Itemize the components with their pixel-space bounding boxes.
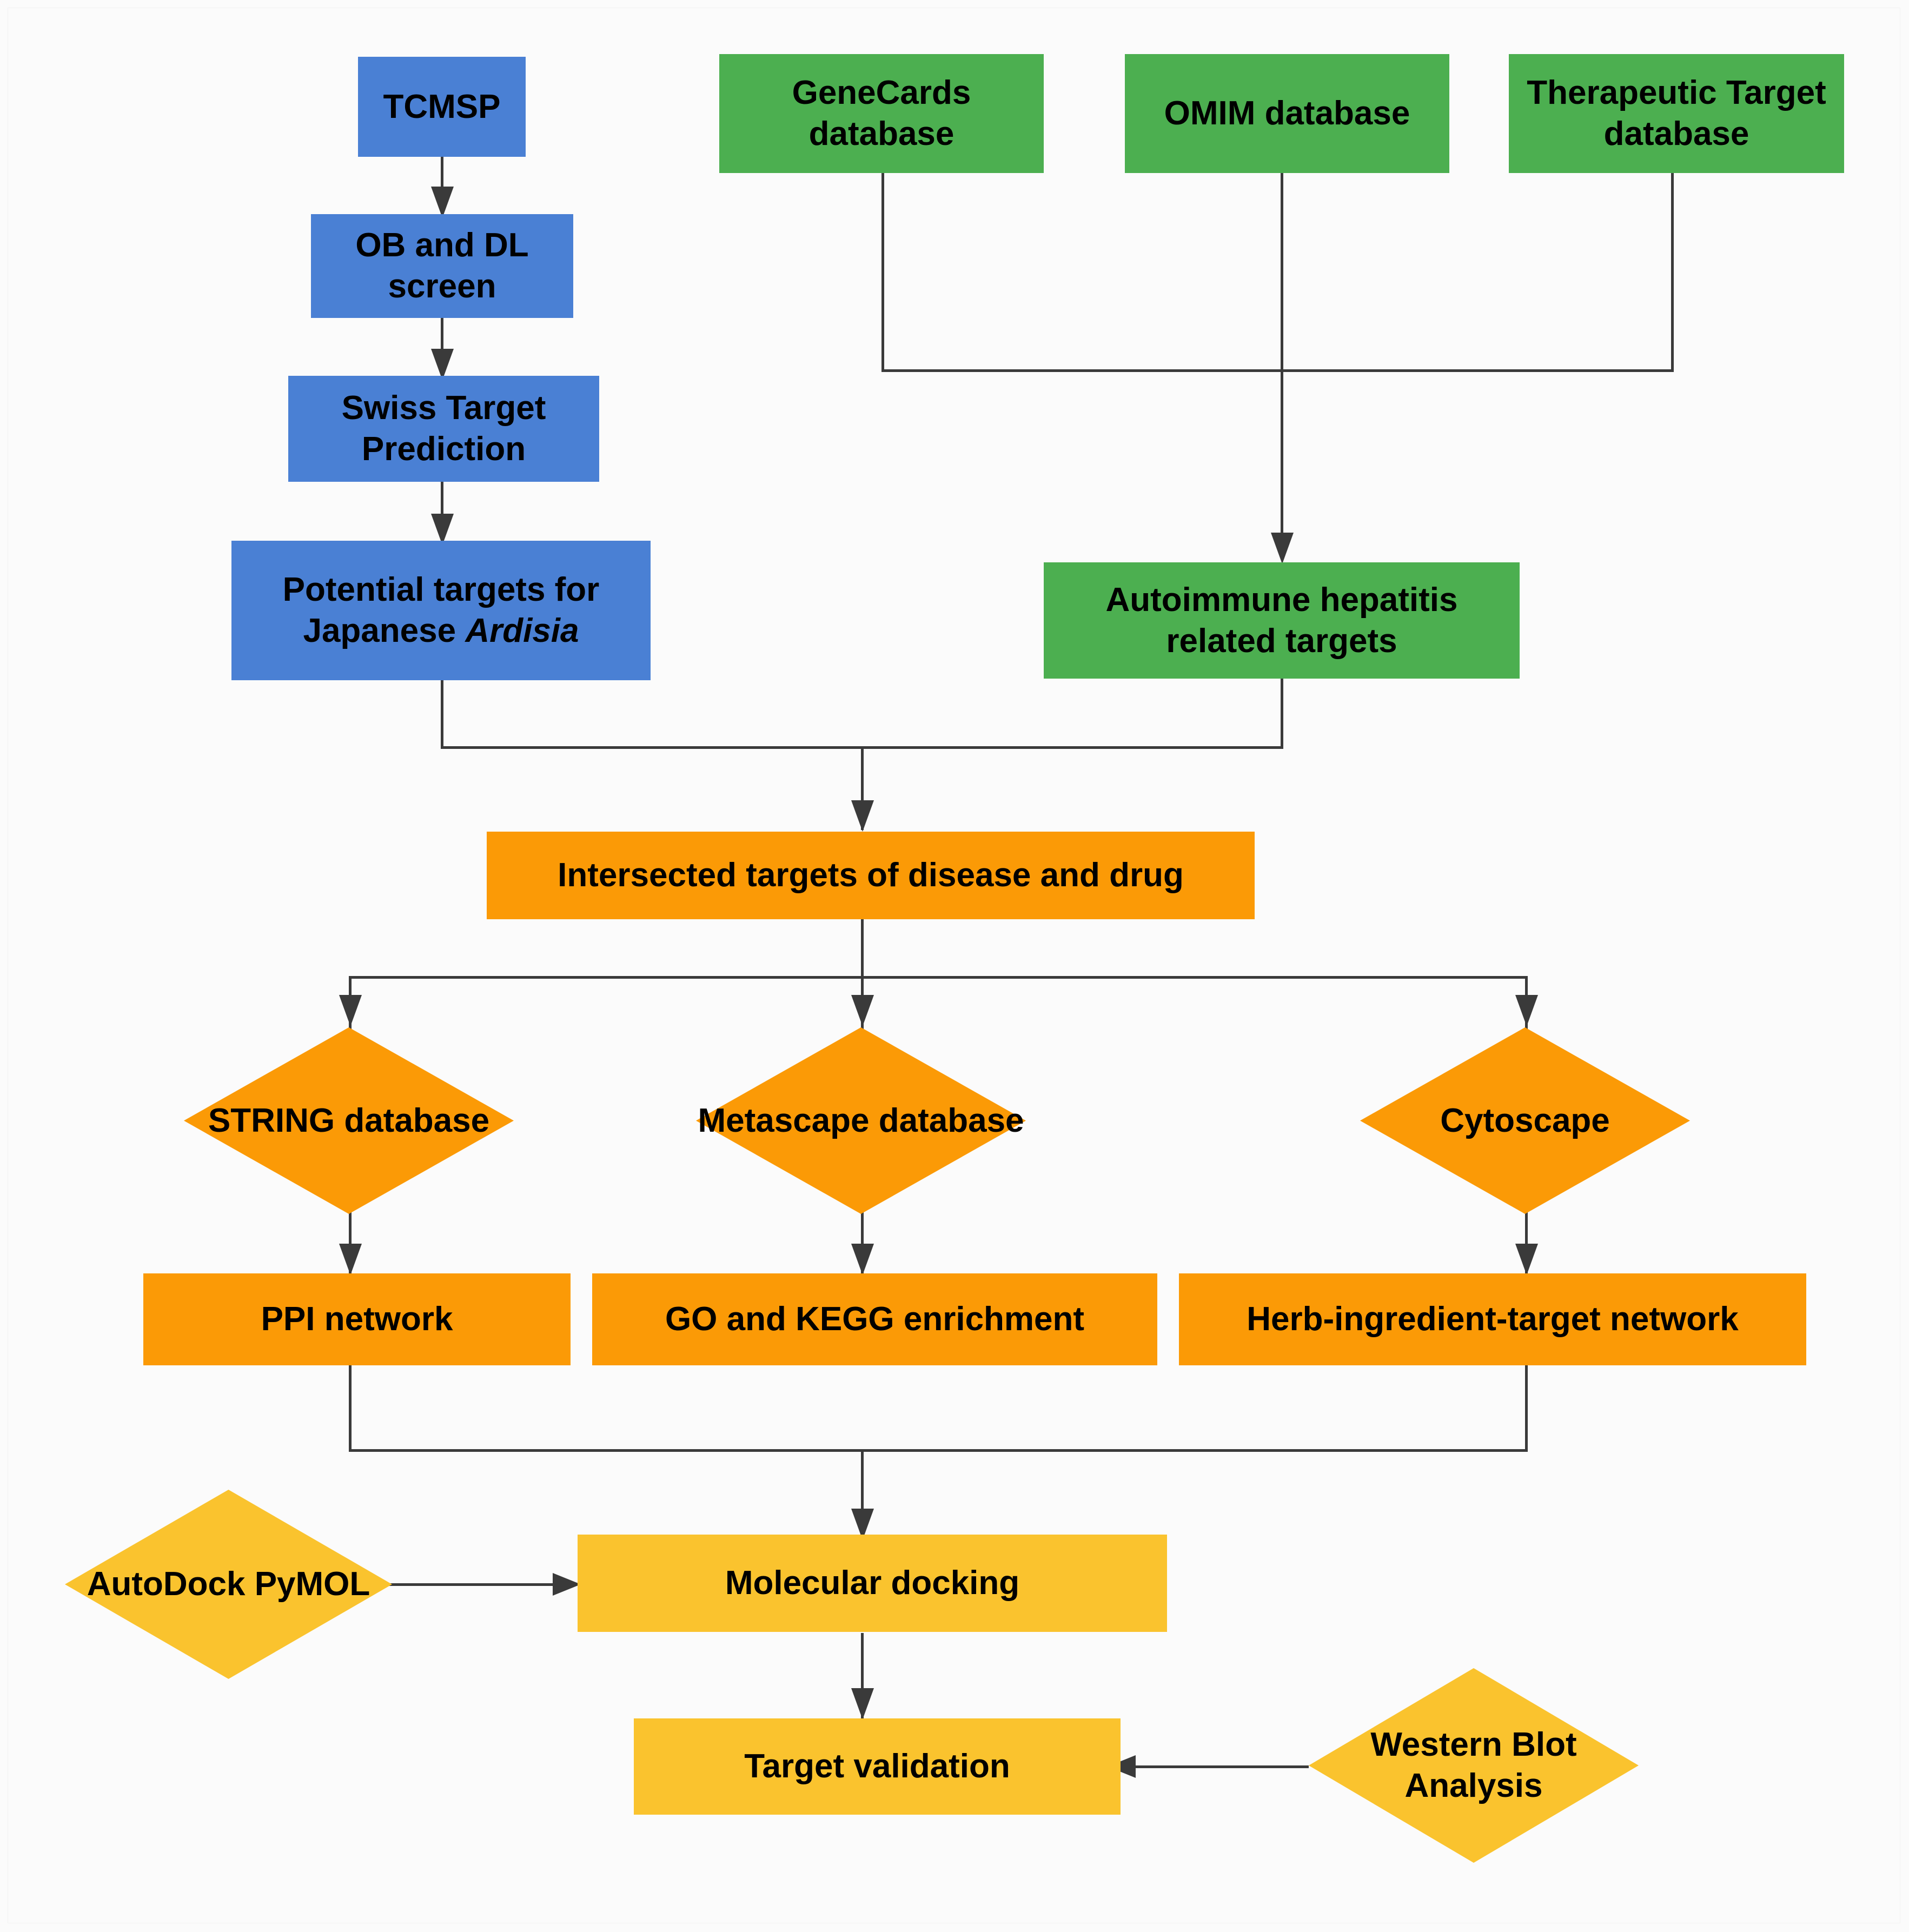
arrowhead-omim-to-aih: [1271, 533, 1294, 564]
node-string-database[interactable]: STRING database: [184, 1027, 514, 1214]
connector-metascape-to-gokegg: [861, 1211, 864, 1273]
node-aih-related-targets[interactable]: Autoimmune hepatitis related targets: [1044, 562, 1520, 679]
connector-herb-down: [1525, 1365, 1528, 1452]
node-go-kegg-enrichment[interactable]: GO and KEGG enrichment: [592, 1273, 1157, 1365]
connector-ttd-elbow: [1281, 369, 1674, 372]
node-intersected-targets-label: Intersected targets of disease and drug: [558, 857, 1184, 894]
node-go-kegg-enrichment-label: GO and KEGG enrichment: [665, 1300, 1085, 1338]
node-potential-targets-label: Potential targets for Japanese Ardisia: [237, 569, 645, 651]
connector-swiss-to-potential: [441, 481, 443, 541]
node-swiss-target-prediction[interactable]: Swiss Target Prediction: [288, 376, 599, 482]
arrowhead-swiss-to-potential: [431, 514, 454, 545]
connector-ppi-down: [349, 1365, 352, 1452]
node-tcmsp[interactable]: TCMSP: [358, 57, 526, 157]
connector-string-to-ppi: [349, 1211, 352, 1273]
arrowhead-string-to-ppi: [339, 1244, 362, 1275]
connector-split-bar-diamonds: [349, 976, 1528, 979]
node-genecards-database[interactable]: GeneCards database: [719, 54, 1044, 173]
node-herb-ingredient-target-network-label: Herb-ingredient-target network: [1247, 1300, 1739, 1338]
node-metascape-database[interactable]: Metascape database: [696, 1027, 1026, 1214]
node-aih-related-targets-label: Autoimmune hepatitis related targets: [1105, 581, 1458, 660]
node-ppi-network-label: PPI network: [261, 1300, 453, 1338]
connector-cytoscape-to-herb: [1525, 1211, 1528, 1273]
node-cytoscape[interactable]: Cytoscape: [1360, 1027, 1690, 1214]
node-potential-targets[interactable]: Potential targets for Japanese Ardisia: [231, 541, 651, 680]
arrowhead-tcmsp-to-obdl: [431, 187, 454, 218]
connector-autodock-to-docking: [389, 1583, 568, 1586]
node-molecular-docking-label: Molecular docking: [725, 1564, 1020, 1602]
connector-potential-down: [441, 679, 443, 749]
node-molecular-docking[interactable]: Molecular docking: [578, 1535, 1167, 1632]
connector-tcmsp-to-obdl: [441, 154, 443, 214]
connector-merge-to-docking: [861, 1449, 864, 1538]
arrowhead-docking-to-validation: [851, 1688, 874, 1719]
western-blot-analysis-diamond-shape: [1309, 1668, 1639, 1863]
node-target-validation-label: Target validation: [744, 1748, 1010, 1785]
node-intersected-targets[interactable]: Intersected targets of disease and drug: [487, 832, 1255, 919]
autodock-pymol-diamond-shape: [65, 1490, 392, 1679]
node-swiss-target-prediction-label: Swiss Target Prediction: [341, 389, 546, 468]
metascape-database-diamond-shape: [696, 1027, 1026, 1214]
node-genecards-database-label: GeneCards database: [792, 74, 971, 152]
arrowhead-split-to-string: [339, 995, 362, 1026]
arrowhead-autodock-to-docking: [553, 1573, 581, 1596]
cytoscape-diamond-shape: [1360, 1027, 1690, 1214]
node-herb-ingredient-target-network[interactable]: Herb-ingredient-target network: [1179, 1273, 1806, 1365]
node-therapeutic-target-database[interactable]: Therapeutic Target database: [1509, 54, 1844, 173]
arrowhead-merge-to-intersected: [851, 800, 874, 832]
node-omim-database[interactable]: OMIM database: [1125, 54, 1449, 173]
connector-westernblot-to-validation: [1136, 1765, 1309, 1768]
node-ob-dl-screen-label: OB and DL screen: [355, 227, 529, 305]
arrowhead-metascape-to-gokegg: [851, 1244, 874, 1275]
node-potential-targets-species: Ardisia: [465, 612, 579, 649]
string-database-diamond-shape: [184, 1027, 514, 1214]
node-western-blot-analysis[interactable]: Western Blot Analysis: [1309, 1668, 1639, 1863]
connector-obdl-to-swiss: [441, 316, 443, 376]
node-autodock-pymol[interactable]: AutoDock PyMOL: [65, 1490, 392, 1679]
node-ppi-network[interactable]: PPI network: [143, 1273, 571, 1365]
node-target-validation[interactable]: Target validation: [634, 1718, 1121, 1815]
node-therapeutic-target-database-label: Therapeutic Target database: [1527, 74, 1826, 152]
connector-aih-down: [1281, 679, 1283, 749]
connector-intersected-down: [861, 919, 864, 979]
connector-merge-to-intersected: [861, 746, 864, 830]
node-ob-dl-screen[interactable]: OB and DL screen: [311, 214, 573, 318]
arrowhead-split-to-cytoscape: [1515, 995, 1538, 1026]
connector-merge-bar-docking: [349, 1449, 1528, 1452]
arrowhead-split-to-metascape: [851, 995, 874, 1026]
node-omim-database-label: OMIM database: [1164, 95, 1410, 132]
arrowhead-cytoscape-to-herb: [1515, 1244, 1538, 1275]
arrowhead-obdl-to-swiss: [431, 349, 454, 380]
node-tcmsp-label: TCMSP: [383, 88, 501, 125]
connector-genecards-elbow: [881, 369, 1282, 372]
node-potential-targets-text: Potential targets for Japanese: [282, 571, 600, 649]
connector-ttd-down: [1671, 172, 1674, 372]
connector-docking-to-validation: [861, 1633, 864, 1719]
connector-omim-to-aih: [1281, 172, 1283, 559]
connector-genecards-down: [881, 172, 884, 372]
